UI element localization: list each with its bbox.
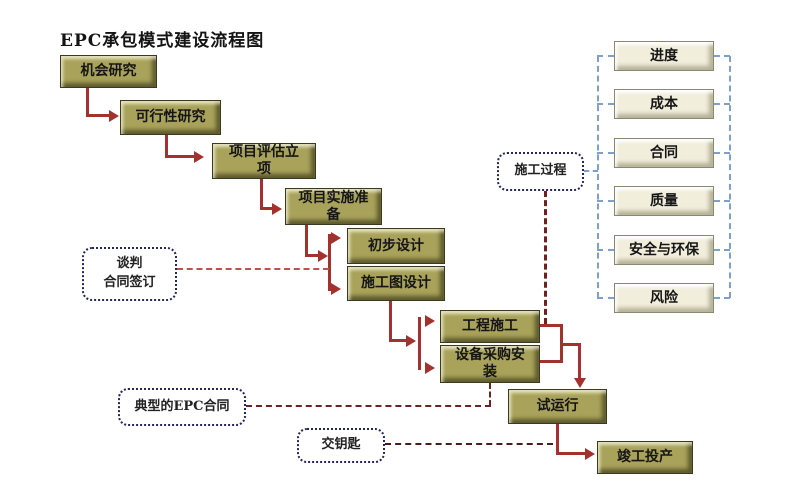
control-box-risk: 风险 [614,283,714,313]
connector-2-horizontal [165,155,196,158]
connector-5-vertical [389,301,392,342]
bracket-stub-left-quality [597,200,614,202]
bracket-stub-left-schedule [597,55,614,57]
callout-typical-epc-contract: 典型的EPC合同 [118,388,246,426]
merge-out-horizontal [560,343,581,346]
flow-step-equipment-procurement-installation: 设备采购安装 [440,345,540,383]
epc-contract-dashed-horizontal [246,405,491,407]
connector-3-vertical [260,179,263,210]
flow-step-label: 施工图设计 [361,275,431,292]
merge-bottom-horizontal [540,360,563,363]
flow-step-label: 设备采购安装 [455,347,525,380]
flow-step-label: 竣工投产 [617,449,673,466]
control-box-schedule: 进度 [614,41,714,71]
bracket-right-vertical [729,56,731,298]
connector-4-horizontal [305,254,321,257]
control-label: 合同 [650,144,678,161]
merge-top-horizontal [540,324,563,327]
connector-1-horizontal [86,114,110,117]
connector-6-vertical [556,424,559,454]
bracket-stub-right-cost [714,103,730,105]
arrowhead-into-design-junction [318,250,328,262]
arrowhead-into-feasibility [109,110,119,122]
arrowhead-into-engineering-construction [425,315,435,327]
flow-step-label: 机会研究 [80,63,137,80]
control-box-safety-environment: 安全与环保 [614,235,714,265]
callout-label: 谈判 合同签订 [103,256,156,290]
arrowhead-into-evaluation [194,151,204,163]
arrowhead-into-drawing-design [331,283,341,295]
callout-negotiation-contract-signing: 谈判 合同签订 [82,247,177,301]
control-label: 质量 [650,192,678,209]
flow-step-implementation-preparation: 项目实施准备 [285,188,382,225]
flow-step-label: 项目评估立项 [229,144,299,177]
control-label: 安全与环保 [629,241,699,258]
epc-contract-dashed-vertical [489,383,491,406]
callout-label: 施工过程 [514,163,567,179]
control-box-cost: 成本 [614,89,714,119]
flow-step-label: 可行性研究 [135,109,206,126]
bracket-stub-left-contract [597,152,614,154]
bracket-stub-right-contract [714,152,730,154]
flow-step-opportunity-research: 机会研究 [60,55,157,88]
bracket-stub-left-safety [597,249,614,251]
flow-step-label: 工程施工 [462,318,518,335]
bracket-stub-right-risk [714,297,730,299]
construction-process-dashed-line [544,191,547,324]
arrowhead-into-preliminary-design [331,232,341,244]
bracket-stub-left-risk [597,297,614,299]
flow-step-feasibility-study: 可行性研究 [120,100,221,135]
flow-step-label: 试运行 [536,398,579,415]
flow-step-trial-operation: 试运行 [508,389,607,424]
callout-label: 交钥匙 [321,437,361,453]
flow-step-construction-drawing-design: 施工图设计 [347,266,445,301]
control-box-contract: 合同 [614,138,714,168]
control-box-quality: 质量 [614,186,714,216]
bracket-stub-left-cost [597,103,614,105]
arrowhead-into-trial-operation [574,378,586,388]
bracket-left-vertical [597,56,599,298]
control-label: 成本 [650,95,678,112]
callout-construction-process: 施工过程 [497,152,584,191]
connector-6-horizontal [556,452,587,455]
negotiation-dashed-line [177,268,329,270]
callout-turnkey: 交钥匙 [297,428,385,463]
connector-into-trial-vertical [578,343,581,379]
arrowhead-into-completion [585,448,595,460]
flow-step-preliminary-design: 初步设计 [347,228,445,264]
flow-step-engineering-construction: 工程施工 [440,310,540,343]
page-title: EPC承包模式建设流程图 [60,31,265,51]
arrowhead-into-preparation [272,203,282,215]
construction-branch-vertical [418,317,421,370]
connector-3-horizontal [260,207,274,210]
arrowhead-into-equipment-installation [425,362,435,374]
callout-label: 典型的EPC合同 [134,398,230,414]
design-branch-vertical [328,234,331,291]
flow-step-label: 项目实施准备 [298,189,369,223]
bracket-stub-right-quality [714,200,730,202]
connector-2-vertical [165,135,168,158]
connector-1-vertical [86,88,89,116]
connector-5-horizontal [389,339,409,342]
control-label: 风险 [650,289,678,306]
arrowhead-into-construction-junction [406,335,416,347]
flow-step-completion-production: 竣工投产 [597,441,693,474]
flow-step-label: 初步设计 [368,237,424,254]
turnkey-dashed-line [385,443,553,445]
bracket-stub-right-schedule [714,55,730,57]
connector-4-vertical [305,225,308,257]
process-to-bracket-stub [584,170,598,172]
bracket-stub-right-safety [714,249,730,251]
flow-step-project-evaluation: 项目评估立项 [212,143,316,179]
control-label: 进度 [650,47,678,64]
